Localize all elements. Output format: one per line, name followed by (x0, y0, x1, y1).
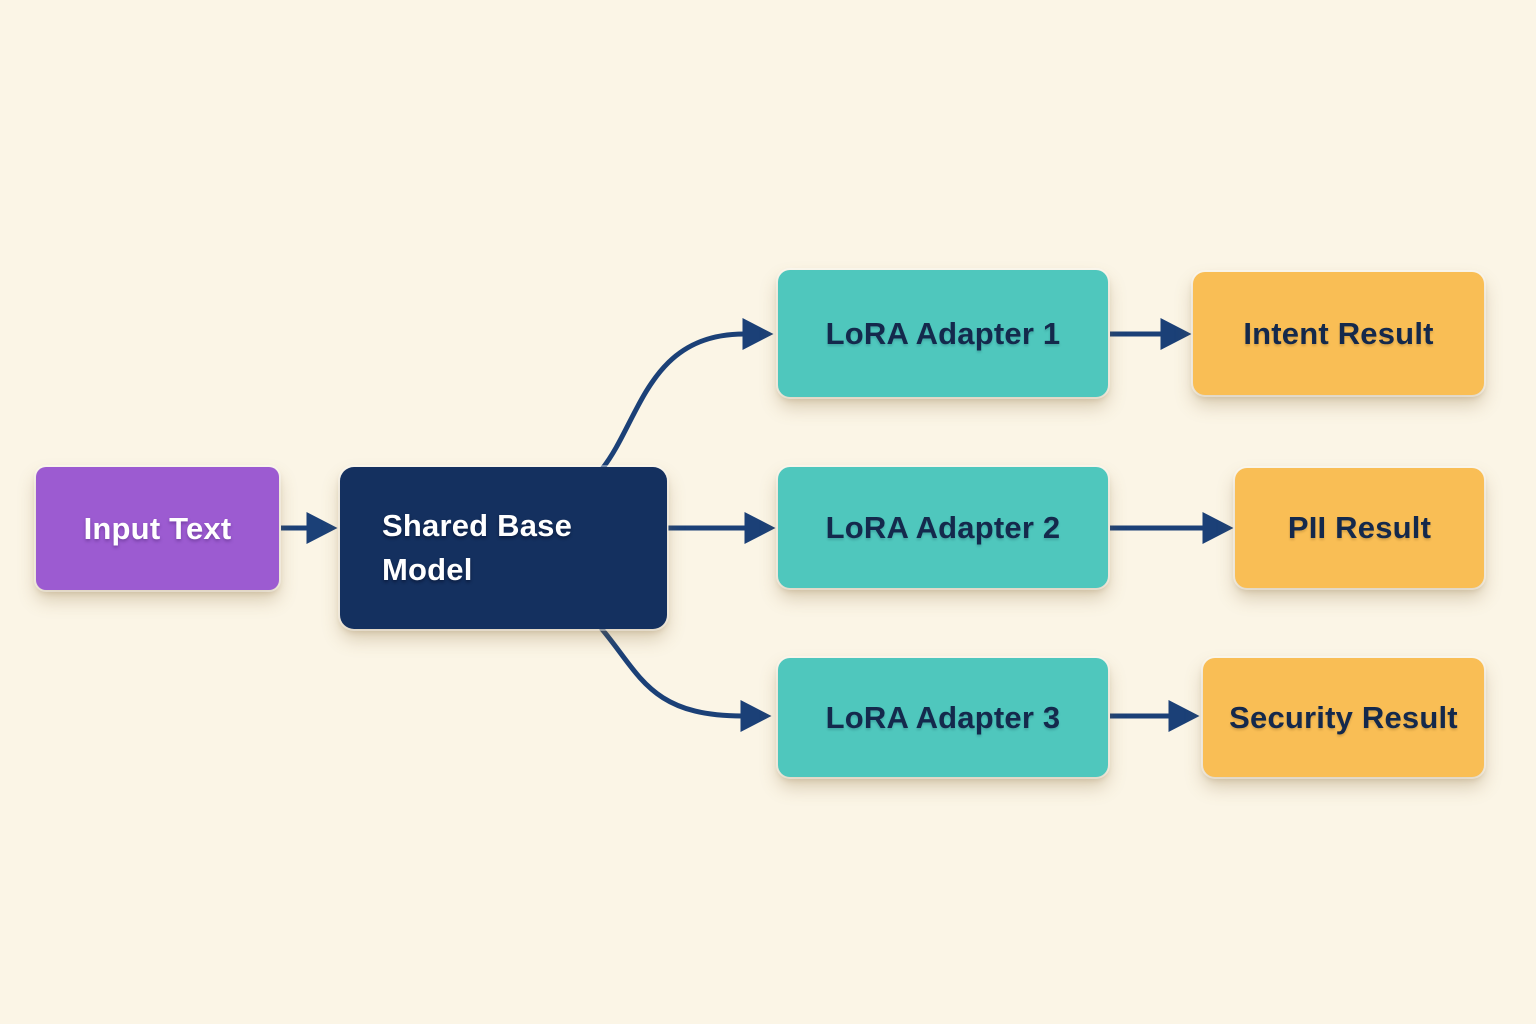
node-lora-adapter-3-label: LoRA Adapter 3 (825, 699, 1061, 735)
edge-base-adapter3 (599, 626, 772, 732)
node-input-text: Input Text (36, 467, 279, 590)
node-intent-result-label: Intent Result (1243, 315, 1434, 351)
node-lora-adapter-2: LoRA Adapter 2 (778, 467, 1108, 588)
edge-base-adapter1 (600, 318, 774, 471)
node-lora-adapter-2-label: LoRA Adapter 2 (825, 509, 1061, 545)
node-input-text-label: Input Text (83, 510, 232, 546)
node-pii-result-label: PII Result (1287, 510, 1432, 545)
node-lora-adapter-1-label: LoRA Adapter 1 (825, 315, 1061, 351)
node-pii-result: PII Result (1235, 468, 1484, 588)
node-shared-base-model: Shared Base Model (340, 467, 667, 629)
node-lora-adapter-3: LoRA Adapter 3 (778, 658, 1108, 777)
node-lora-adapter-1: LoRA Adapter 1 (778, 270, 1108, 397)
node-intent-result: Intent Result (1193, 272, 1484, 395)
node-shared-base-model-label: Shared Base Model (382, 507, 573, 587)
node-security-result: Security Result (1203, 658, 1484, 777)
node-security-result-label: Security Result (1229, 699, 1458, 735)
